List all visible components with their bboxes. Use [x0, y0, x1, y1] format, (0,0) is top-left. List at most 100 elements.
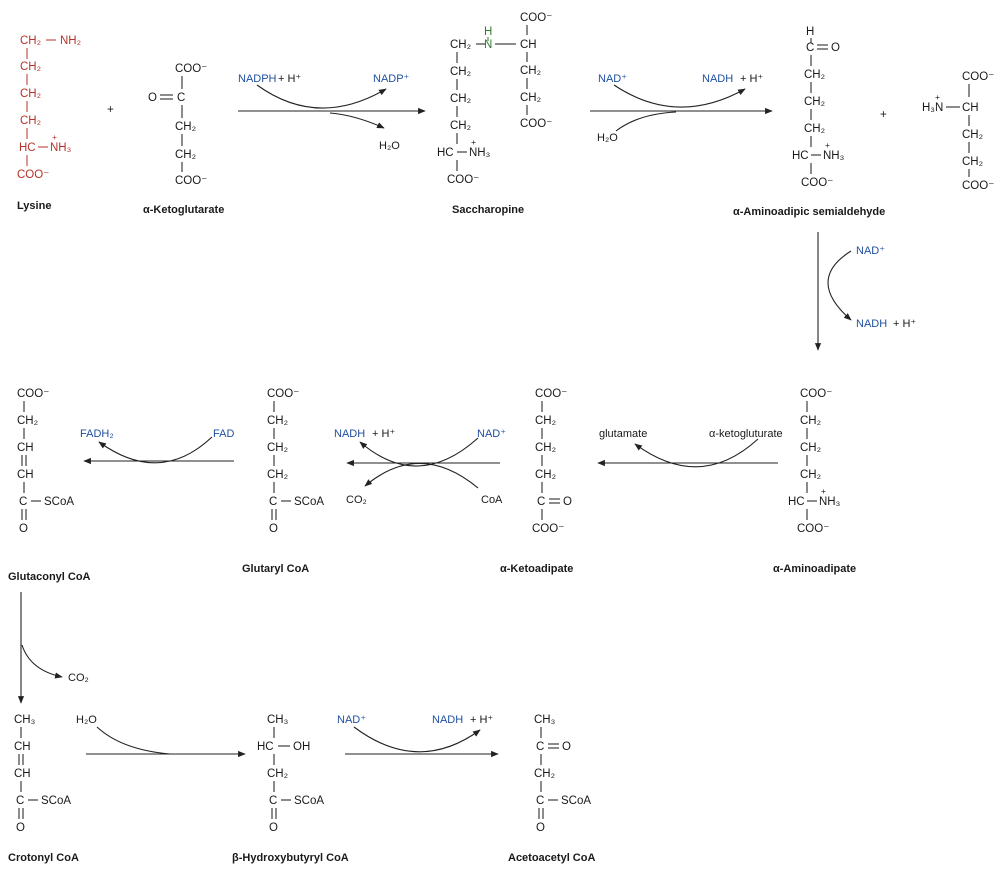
lys-nh2: NH₂ [60, 35, 81, 47]
hbcoa-hc: HC [257, 741, 274, 753]
kad-ch2-3: CH₂ [535, 469, 556, 481]
nad-label-1: NAD⁺ [598, 73, 627, 85]
saccharopine-structure: CH₂ H N CH COO⁻ CH₂ CH₂ COO⁻ CH₂ CH₂ CH₂… [437, 12, 552, 186]
lys-ch2-2: CH₂ [20, 61, 41, 73]
water-label-2: H₂O [597, 132, 618, 144]
reaction-2-arrows [590, 84, 773, 132]
aad-ch2-1: CH₂ [800, 415, 821, 427]
aacoa-c2: C [536, 795, 544, 807]
gcoa-c: C [269, 496, 277, 508]
reaction-9-cofactor-arrow [353, 726, 481, 753]
fad-label: FAD [213, 428, 234, 440]
nadh-label-2: NADH [856, 318, 887, 330]
aas-ch2-1: CH₂ [804, 69, 825, 81]
aas-ch2-2: CH₂ [804, 96, 825, 108]
plus-sign-1: + [107, 104, 114, 116]
acetoacetyl-coa-structure: CH₃ C O CH₂ C SCoA O [534, 714, 591, 834]
gccoa-coo: COO⁻ [17, 388, 49, 400]
sac-ch2-r2: CH₂ [520, 92, 541, 104]
sac-n: N [484, 39, 492, 51]
nadh-label-4: NADH [432, 714, 463, 726]
plus-sign-2: + [880, 109, 887, 121]
ketoglutarate-label: α-Ketoglutarate [143, 204, 224, 216]
hydroxybutyryl-coa-label: β-Hydroxybutyryl CoA [232, 852, 349, 864]
ketoadipate-label: α-Ketoadipate [500, 563, 573, 575]
glu-ch: CH [962, 102, 979, 114]
glutamate-structure: COO⁻ + H₃N CH CH₂ CH₂ COO⁻ [922, 71, 994, 192]
sac-coo-top: COO⁻ [520, 12, 552, 24]
glutaryl-coa-label: Glutaryl CoA [242, 563, 309, 575]
glutaconyl-coa-label: Glutaconyl CoA [8, 571, 91, 583]
gcoa-ch2-1: CH₂ [267, 415, 288, 427]
nadp-label: NADP⁺ [373, 73, 410, 85]
gccoa-ch2: CH₂ [17, 415, 38, 427]
sac-coo-bottom: COO⁻ [447, 174, 479, 186]
sac-charge: + [471, 137, 476, 147]
glutaconyl-coa-structure: COO⁻ CH₂ CH CH C SCoA O [17, 388, 74, 535]
lys-ch2-3: CH₂ [20, 88, 41, 100]
sac-ch-right: CH [520, 39, 537, 51]
sac-ch2-3: CH₂ [450, 93, 471, 105]
lys-charge: + [52, 132, 57, 142]
ccoa-o: O [16, 822, 25, 834]
sac-ch2-2: CH₂ [450, 66, 471, 78]
reaction-5-coa-arrow [364, 462, 479, 489]
reaction-3-cofactor-arrow [827, 250, 852, 321]
nadh-label-3: NADH [334, 428, 365, 440]
h-plus-label-4: + H⁺ [372, 428, 395, 440]
co2-label-2: CO₂ [68, 672, 89, 684]
glu-coo-top: COO⁻ [962, 71, 994, 83]
lysine-structure: CH₂ NH₂ CH₂ CH₂ CH₂ HC + NH₃ COO⁻ [17, 35, 81, 181]
glu-coo-bottom: COO⁻ [962, 180, 994, 192]
kad-coo-bottom: COO⁻ [532, 523, 564, 535]
reaction-1-cofactor-arrow [256, 84, 387, 109]
fadh2-label: FADH₂ [80, 428, 114, 440]
reaction-4-arrows [597, 438, 778, 468]
reaction-7-co2-arrow [21, 644, 63, 679]
glutaryl-coa-structure: COO⁻ CH₂ CH₂ CH₂ C SCoA O [267, 388, 324, 535]
aacoa-ch2: CH₂ [534, 768, 555, 780]
lys-ch2-4: CH₂ [20, 115, 41, 127]
kad-coo-top: COO⁻ [535, 388, 567, 400]
akg-coo-top: COO⁻ [175, 63, 207, 75]
gccoa-scoa: SCoA [44, 496, 74, 508]
sac-coo-right: COO⁻ [520, 118, 552, 130]
saccharopine-label: Saccharopine [452, 204, 524, 216]
hydroxybutyryl-coa-structure: CH₃ HC OH CH₂ C SCoA O [257, 714, 324, 834]
lysine-label: Lysine [17, 200, 51, 212]
h-plus-label-3: + H⁺ [893, 318, 916, 330]
gccoa-c: C [19, 496, 27, 508]
kad-ch2-2: CH₂ [535, 442, 556, 454]
crotonyl-coa-label: Crotonyl CoA [8, 852, 79, 864]
h-plus-label-2: + H⁺ [740, 73, 763, 85]
aacoa-o1: O [562, 741, 571, 753]
glutamate-label: glutamate [599, 428, 647, 440]
aacoa-ch3: CH₃ [534, 714, 556, 726]
reaction-5-nad-arrow [359, 437, 479, 467]
ccoa-ch3: CH₃ [14, 714, 36, 726]
ccoa-ch-1: CH [14, 741, 31, 753]
nad-label-4: NAD⁺ [337, 714, 366, 726]
reaction-1-water-arrow [329, 112, 385, 129]
gccoa-ch-1: CH [17, 442, 34, 454]
aas-coo: COO⁻ [801, 177, 833, 189]
gcoa-o: O [269, 523, 278, 535]
hbcoa-o: O [269, 822, 278, 834]
aad-nh3: NH₃ [819, 496, 841, 508]
reaction-9-arrows [345, 726, 499, 758]
reaction-5-arrows [346, 437, 500, 489]
glu-charge: + [935, 92, 940, 102]
lys-coo: COO⁻ [17, 169, 49, 181]
aad-hc: HC [788, 496, 805, 508]
water-label-3: H₂O [76, 714, 97, 726]
glu-h3n: H₃N [922, 102, 943, 114]
aas-o: O [831, 42, 840, 54]
aacoa-c1: C [536, 741, 544, 753]
hbcoa-ch3: CH₃ [267, 714, 289, 726]
hbcoa-scoa: SCoA [294, 795, 324, 807]
reaction-4-cofactor-arrow [634, 438, 759, 468]
aas-ch2-3: CH₂ [804, 123, 825, 135]
glu-ch2-2: CH₂ [962, 156, 983, 168]
aminoadipate-label: α-Aminoadipate [773, 563, 856, 575]
gcoa-scoa: SCoA [294, 496, 324, 508]
